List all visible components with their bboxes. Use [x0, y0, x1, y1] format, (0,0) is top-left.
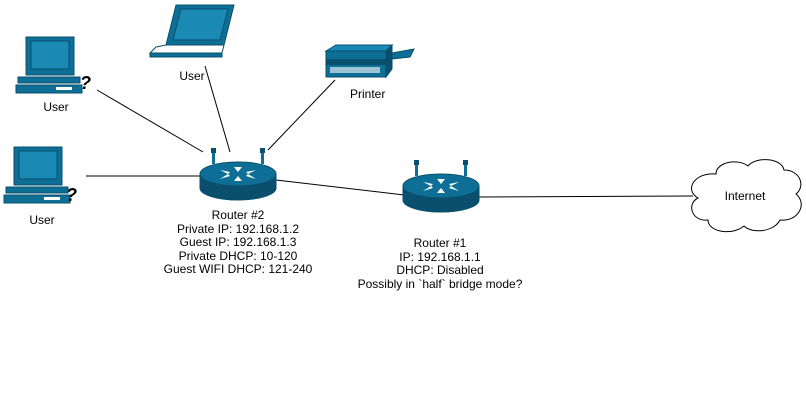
router1-info: Router #1 IP: 192.168.1.1 DHCP: Disabled…	[330, 236, 550, 291]
connection-lines	[86, 65, 694, 198]
user-label: User	[43, 100, 69, 114]
link-user-topleft-router2	[96, 89, 204, 153]
desktop-computer-icon: ?	[15, 36, 91, 94]
svg-text:?: ?	[66, 185, 77, 205]
link-user-top-router2	[204, 65, 231, 153]
cloud-icon	[691, 159, 802, 233]
link-printer-router2	[267, 79, 336, 151]
laptop-icon	[149, 4, 235, 58]
desktop-computer-icon: ?	[3, 146, 77, 205]
router-icon	[199, 147, 277, 201]
router1-dhcp: DHCP: Disabled	[396, 263, 484, 277]
user-label: User	[29, 213, 55, 227]
router1-note: Possibly in `half` bridge mode?	[357, 276, 523, 291]
printer-icon	[325, 44, 415, 78]
internet-label: Internet	[724, 189, 766, 203]
router2-guest-dhcp: Guest WIFI DHCP: 121-240	[163, 262, 313, 276]
svg-text:?: ?	[80, 73, 91, 93]
user-label: User	[179, 69, 205, 83]
router2-info: Router #2 Private IP: 192.168.1.2 Guest …	[138, 208, 338, 277]
link-router2-router1	[275, 179, 405, 196]
router2-private-dhcp: Private DHCP: 10-120	[178, 248, 298, 263]
router1-ip: IP: 192.168.1.1	[399, 249, 481, 264]
printer-label: Printer	[350, 87, 386, 101]
router-icon	[402, 159, 480, 213]
router2-name: Router #2	[211, 208, 265, 222]
router1-name: Router #1	[413, 236, 467, 250]
router2-guest-ip: Guest IP: 192.168.1.3	[179, 235, 297, 249]
router2-private-ip: Private IP: 192.168.1.2	[176, 221, 300, 236]
link-router1-internet	[475, 195, 694, 198]
